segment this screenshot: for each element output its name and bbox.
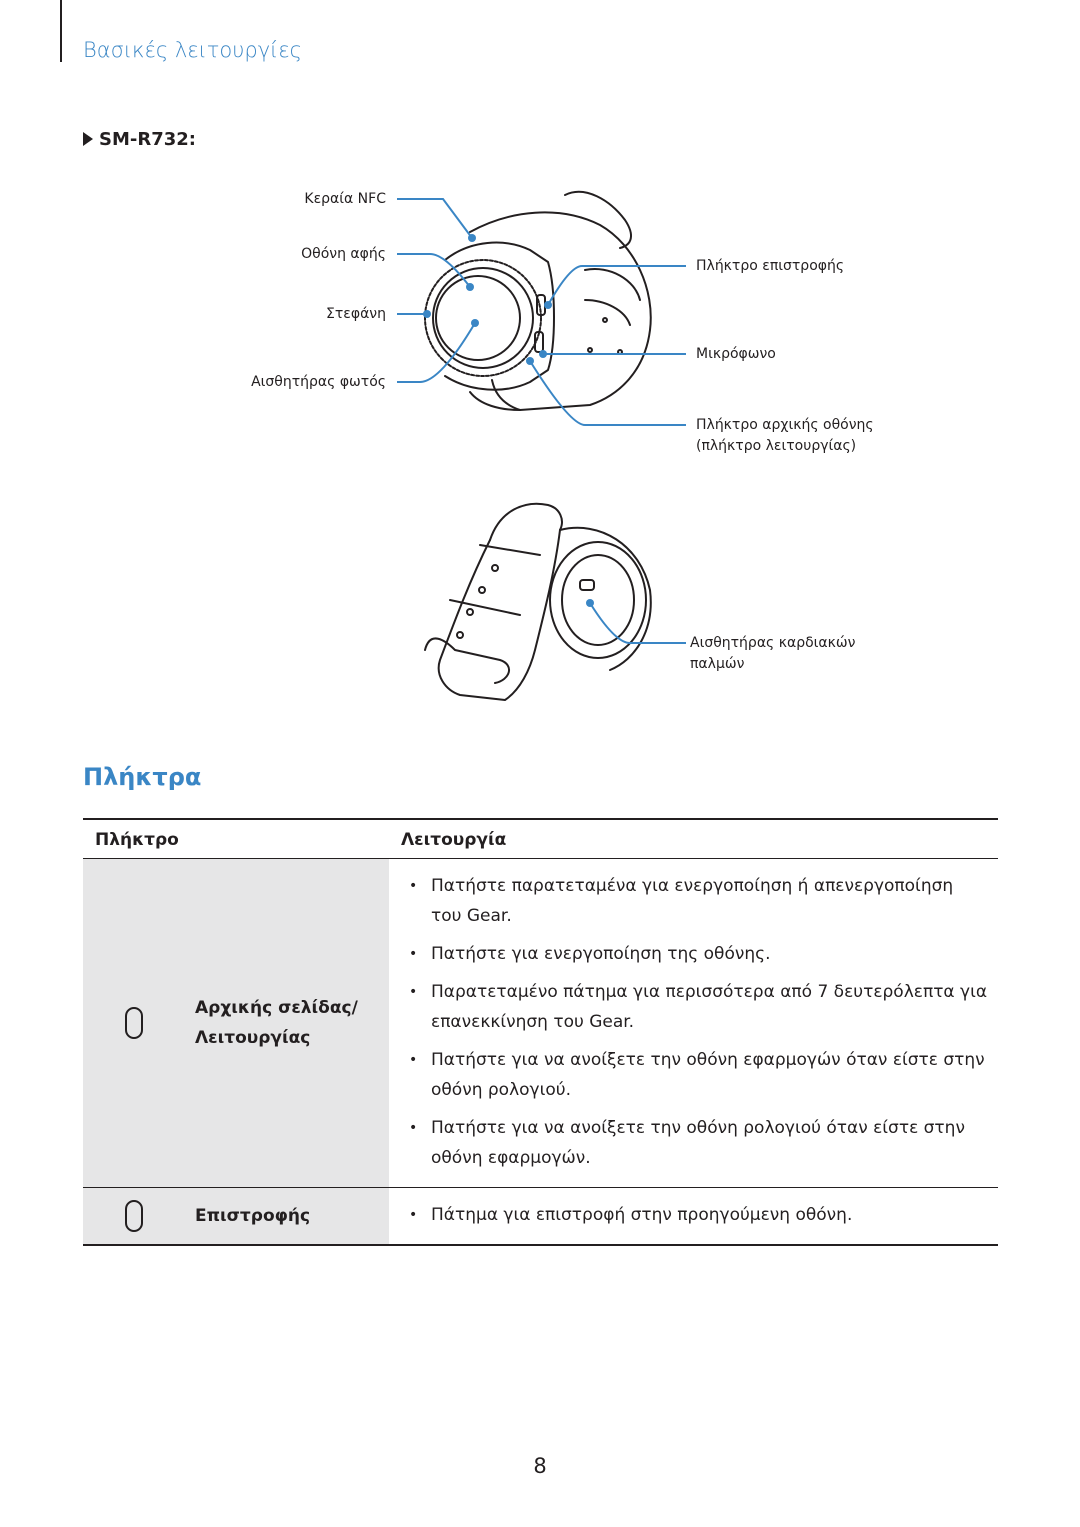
page-number: 8 [533, 1454, 547, 1478]
label-back-key: Πλήκτρο επιστροφής [696, 258, 845, 274]
header-rule [60, 0, 62, 62]
back-case-inner [561, 554, 635, 646]
front-strap-hole [587, 347, 593, 353]
callout-dot-touchscreen [466, 283, 474, 291]
callout-dot-bezel [423, 310, 431, 318]
list-item: Πατήστε για να ανοίξετε την οθόνη εφαρμο… [401, 1045, 988, 1105]
callout-line-nfc [397, 198, 473, 239]
callout-line-touchscreen [397, 253, 471, 288]
front-bezel-inner [432, 267, 534, 369]
list-item: Παρατεταμένο πάτημα για περισσότερα από … [401, 977, 988, 1037]
function-cell-back: Πάτημα για επιστροφή στην προηγούμενη οθ… [389, 1187, 998, 1246]
back-strap-hole [466, 608, 474, 616]
label-heart-rate-sensor-sub: παλμών [690, 656, 745, 672]
front-strap-hole [617, 349, 623, 355]
label-microphone: Μικρόφωνο [696, 346, 776, 362]
list-item: Πάτημα για επιστροφή στην προηγούμενη οθ… [401, 1200, 988, 1230]
key-cell-home: Αρχικής σελίδας/Λειτουργίας [83, 858, 389, 1188]
callout-dot-microphone [539, 350, 547, 358]
front-strap-hole [602, 317, 608, 323]
back-sensor [579, 579, 595, 591]
watch-illustration [397, 190, 686, 701]
home-key-icon [125, 1007, 143, 1039]
function-list-back: Πάτημα για επιστροφή στην προηγούμενη οθ… [401, 1200, 988, 1230]
front-home-button [534, 331, 544, 353]
key-name-back: Επιστροφής [195, 1206, 311, 1226]
back-strap-top [489, 502, 563, 541]
callout-dot-back-key [544, 301, 552, 309]
front-strap [469, 211, 652, 411]
front-back-button [536, 294, 546, 316]
model-label: SM-R732: [99, 129, 196, 150]
label-bezel: Στεφάνη [326, 306, 386, 322]
back-strap-loop1 [479, 544, 541, 556]
label-touchscreen: Οθόνη αφής [301, 246, 386, 262]
front-strap-lower [469, 391, 521, 411]
label-light-sensor: Αισθητήρας φωτός [251, 374, 386, 390]
front-bezel [424, 259, 542, 377]
label-heart-rate-sensor: Αισθητήρας καρδιακών [690, 635, 856, 651]
right-triangle-icon [83, 132, 93, 146]
function-cell-home: Πατήστε παρατεταμένα για ενεργοποίηση ή … [389, 858, 998, 1188]
label-home-key: Πλήκτρο αρχικής οθόνης [696, 417, 874, 433]
table-header-row: Πλήκτρο Λειτουργία [83, 818, 998, 859]
key-name-home-line2: Λειτουργίας [195, 1028, 311, 1048]
section-title: Βασικές λειτουργίες [83, 38, 302, 62]
back-key-icon [125, 1200, 143, 1232]
list-item: Πατήστε για να ανοίξετε την οθόνη ρολογι… [401, 1113, 988, 1173]
back-strap-right [559, 526, 652, 671]
callout-line-back-key [547, 265, 686, 306]
callout-dot-light-sensor [471, 319, 479, 327]
front-strap-loop [564, 190, 632, 249]
callout-dot-home-key [526, 357, 534, 365]
model-heading: SM-R732: [83, 129, 196, 150]
callout-line-home-key [529, 360, 686, 426]
callout-line-light-sensor [397, 322, 476, 383]
keys-heading: Πλήκτρα [83, 763, 202, 791]
table-row-home-key: Αρχικής σελίδας/Λειτουργίας Πατήστε παρα… [83, 858, 998, 1188]
back-strap-loop2 [449, 599, 521, 616]
list-item: Πατήστε για ενεργοποίηση της οθόνης. [401, 939, 988, 969]
table-row-back-key: Επιστροφής Πάτημα για επιστροφή στην προ… [83, 1187, 998, 1246]
back-strap-left [437, 529, 561, 701]
back-strap-hole [456, 631, 464, 639]
column-header-key: Πλήκτρο [83, 818, 389, 859]
key-cell-back: Επιστροφής [83, 1187, 389, 1246]
front-display [435, 275, 521, 361]
back-buckle [424, 637, 510, 684]
function-list-home: Πατήστε παρατεταμένα για ενεργοποίηση ή … [401, 871, 988, 1173]
label-nfc-antenna: Κεραία NFC [304, 191, 386, 207]
label-home-key-sub: (πλήκτρο λειτουργίας) [696, 438, 857, 454]
column-header-function: Λειτουργία [389, 818, 998, 859]
back-strap-hole [491, 564, 499, 572]
list-item: Πατήστε παρατεταμένα για ενεργοποίηση ή … [401, 871, 988, 931]
key-name-home-line1: Αρχικής σελίδας/ [195, 998, 358, 1018]
callout-dot-nfc [468, 234, 476, 242]
front-case [444, 241, 555, 391]
key-name-home: Αρχικής σελίδας/Λειτουργίας [195, 993, 358, 1053]
keys-table: Πλήκτρο Λειτουργία Αρχικής σελίδας/Λειτο… [83, 818, 998, 1246]
callout-line-heart-sensor [589, 602, 686, 644]
back-case [549, 541, 647, 659]
callout-dot-heart-sensor [586, 599, 594, 607]
back-strap-hole [478, 586, 486, 594]
front-strap-inner [584, 268, 641, 326]
